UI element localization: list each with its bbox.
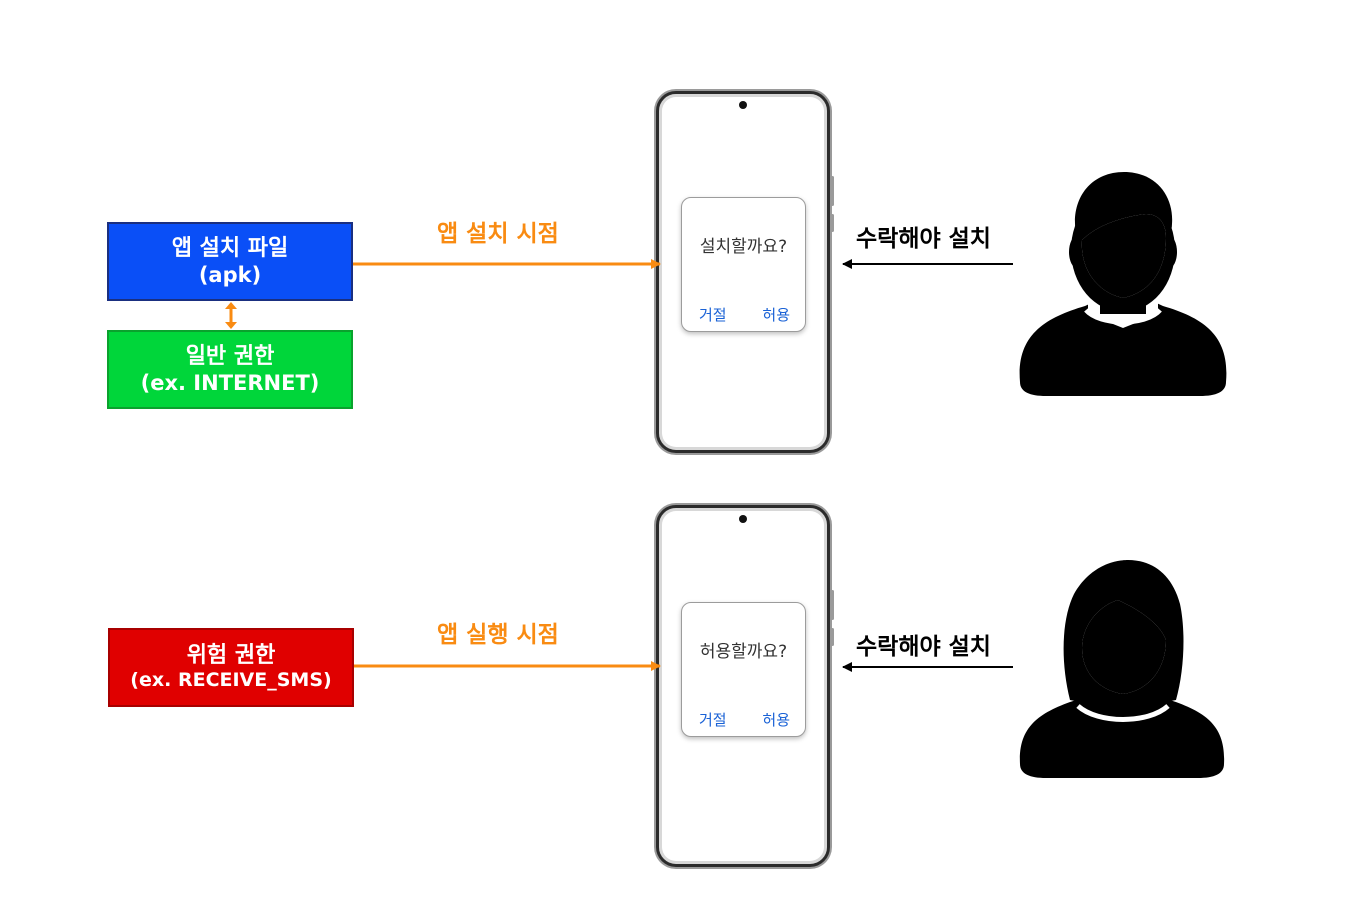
person-female-icon [1019, 560, 1225, 778]
apk-box-title: 앱 설치 파일 [171, 235, 289, 261]
permission-dialog: 허용할까요? 거절 허용 [681, 602, 806, 737]
person-male-icon [1019, 172, 1227, 396]
deny-button[interactable]: 거절 [699, 306, 727, 324]
camera-icon [739, 515, 747, 523]
dangerous-permission-example: (ex. RECEIVE_SMS) [130, 669, 332, 692]
normal-permission-example: (ex. INTERNET) [140, 371, 320, 396]
install-time-label: 앱 설치 시점 [437, 221, 559, 247]
phone-side-button [831, 590, 834, 620]
normal-permission-box: 일반 권한 (ex. INTERNET) [107, 330, 353, 409]
allow-button[interactable]: 허용 [762, 711, 790, 729]
accept-install-label-bottom: 수락해야 설치 [856, 634, 991, 660]
dangerous-permission-title: 위험 권한 [186, 642, 276, 668]
phone-side-button [831, 214, 834, 232]
deny-button[interactable]: 거절 [699, 711, 727, 729]
double-arrow-icon [225, 302, 237, 329]
dangerous-permission-box: 위험 권한 (ex. RECEIVE_SMS) [108, 628, 354, 707]
apk-file-box: 앱 설치 파일 (apk) [107, 222, 353, 301]
install-dialog-question: 설치할까요? [699, 237, 788, 257]
install-dialog: 설치할까요? 거절 허용 [681, 197, 806, 332]
allow-button[interactable]: 허용 [762, 306, 790, 324]
accept-install-label-top: 수락해야 설치 [856, 226, 991, 252]
phone-side-button [831, 628, 834, 646]
permission-dialog-question: 허용할까요? [699, 642, 788, 662]
run-time-label: 앱 실행 시점 [437, 622, 559, 648]
apk-box-subtitle: (apk) [198, 263, 262, 288]
camera-icon [739, 101, 747, 109]
normal-permission-title: 일반 권한 [185, 343, 275, 369]
phone-side-button [831, 176, 834, 206]
